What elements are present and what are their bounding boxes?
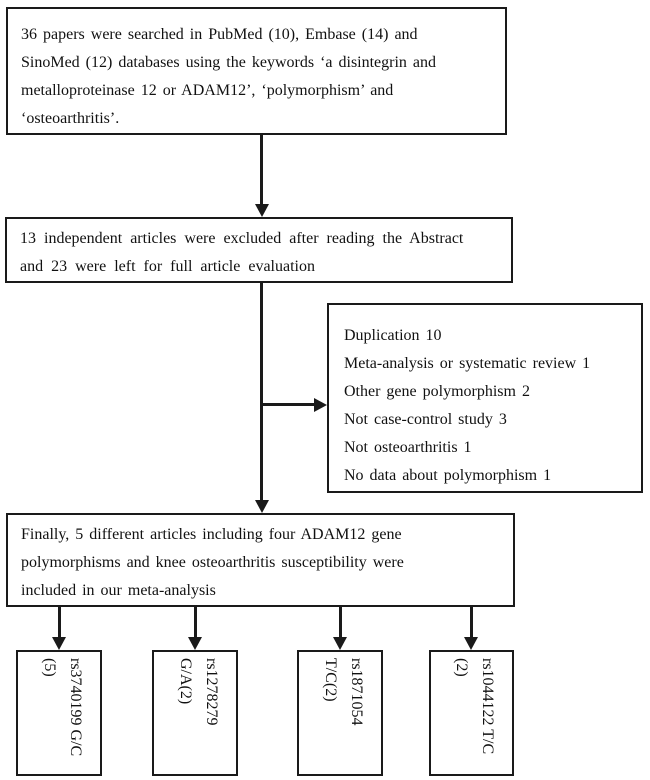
arrow-branch-to-exclusions-line [262,403,315,406]
box-exclusion-reasons: Duplication 10 Meta-analysis or systemat… [327,303,643,493]
final-text-line: Finally, 5 different articles including … [21,526,402,543]
arrow-final-to-rs3740199-line [58,607,61,638]
arrow-down-icon [333,637,347,650]
arrow-final-to-rs1278279-line [194,607,197,638]
box-final-inclusion: Finally, 5 different articles including … [6,513,515,607]
snp-vertical-text: rs1044122 T/C (2) [431,652,512,774]
arrow-search-to-screening-line [260,135,263,205]
arrow-down-icon [464,637,478,650]
arrow-screening-to-final-line [260,283,263,501]
box-snp-rs1044122: rs1044122 T/C (2) [429,650,514,776]
snp-count: T/C(2) [322,658,339,702]
snp-label: rs3740199 G/C [67,658,84,757]
search-text-line: ‘osteoarthritis’. [21,110,120,127]
arrow-final-to-rs1044122-line [470,607,473,638]
exclusion-reason: Duplication 10 [344,327,442,344]
arrow-down-icon [255,500,269,513]
snp-count: (2) [453,658,470,677]
arrow-down-icon [188,637,202,650]
box-snp-rs3740199: rs3740199 G/C (5) [16,650,102,776]
snp-count: (5) [41,658,58,677]
search-text-line: metalloproteinase 12 or ADAM12’, ‘polymo… [21,82,394,99]
screening-text-line: and 23 were left for full article evalua… [20,258,315,275]
snp-vertical-text: rs1278279 G/A(2) [154,652,236,774]
final-text-line: polymorphisms and knee osteoarthritis su… [21,554,404,571]
exclusion-reason: No data about polymorphism 1 [344,467,552,484]
search-text-line: SinoMed (12) databases using the keyword… [21,54,437,71]
final-text-line: included in our meta-analysis [21,582,216,599]
arrow-down-icon [255,204,269,217]
snp-label: rs1871054 [348,658,365,726]
exclusion-reason: Meta-analysis or systematic review 1 [344,355,591,372]
screening-text-line: 13 independent articles were excluded af… [20,230,464,247]
box-abstract-screening: 13 independent articles were excluded af… [5,217,513,283]
snp-count: G/A(2) [177,658,194,705]
exclusion-reason: Other gene polymorphism 2 [344,383,530,400]
arrow-final-to-rs1871054-line [339,607,342,638]
snp-vertical-text: rs3740199 G/C (5) [18,652,100,774]
arrow-right-icon [314,398,327,412]
box-snp-rs1871054: rs1871054 T/C(2) [297,650,383,776]
snp-vertical-text: rs1871054 T/C(2) [299,652,381,774]
exclusion-reason: Not case-control study 3 [344,411,507,428]
exclusion-reason: Not osteoarthritis 1 [344,439,472,456]
box-snp-rs1278279: rs1278279 G/A(2) [152,650,238,776]
snp-label: rs1278279 [203,658,220,726]
arrow-down-icon [52,637,66,650]
snp-label: rs1044122 T/C [479,658,496,755]
box-literature-search: 36 papers were searched in PubMed (10), … [6,7,507,135]
search-text-line: 36 papers were searched in PubMed (10), … [21,26,418,43]
